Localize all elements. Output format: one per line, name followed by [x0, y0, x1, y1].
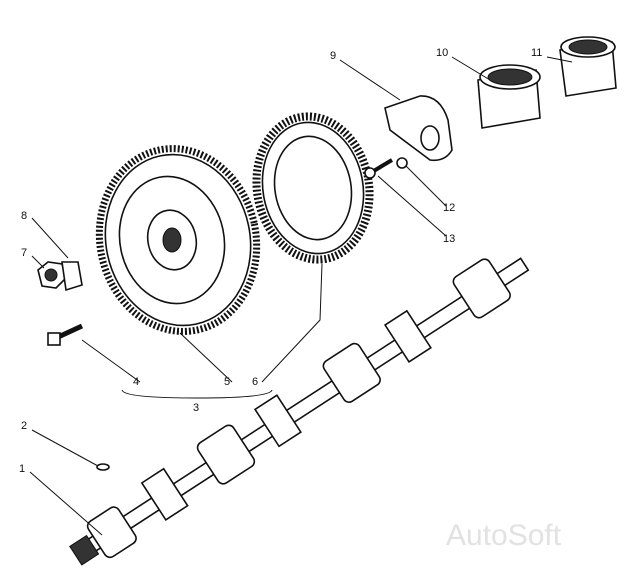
ring-gear — [252, 112, 374, 264]
watermark: AutoSoft — [446, 519, 562, 552]
label-5: 5 — [224, 376, 230, 388]
label-13: 13 — [443, 233, 455, 245]
label-8: 8 — [21, 210, 27, 222]
camshaft — [69, 257, 530, 566]
camshaft-gear — [95, 145, 261, 335]
label-6: 6 — [252, 376, 258, 388]
label-3: 3 — [193, 402, 199, 414]
label-1: 1 — [19, 463, 25, 475]
key — [96, 463, 110, 471]
label-12: 12 — [443, 202, 455, 214]
label-2: 2 — [21, 420, 27, 432]
bushing-10 — [477, 64, 541, 129]
label-11: 11 — [531, 47, 542, 59]
bushing-11 — [559, 36, 617, 97]
label-4: 4 — [133, 376, 139, 388]
label-10: 10 — [436, 47, 448, 59]
thrust-plate — [384, 95, 453, 162]
label-7: 7 — [21, 247, 27, 259]
label-9: 9 — [330, 50, 336, 62]
